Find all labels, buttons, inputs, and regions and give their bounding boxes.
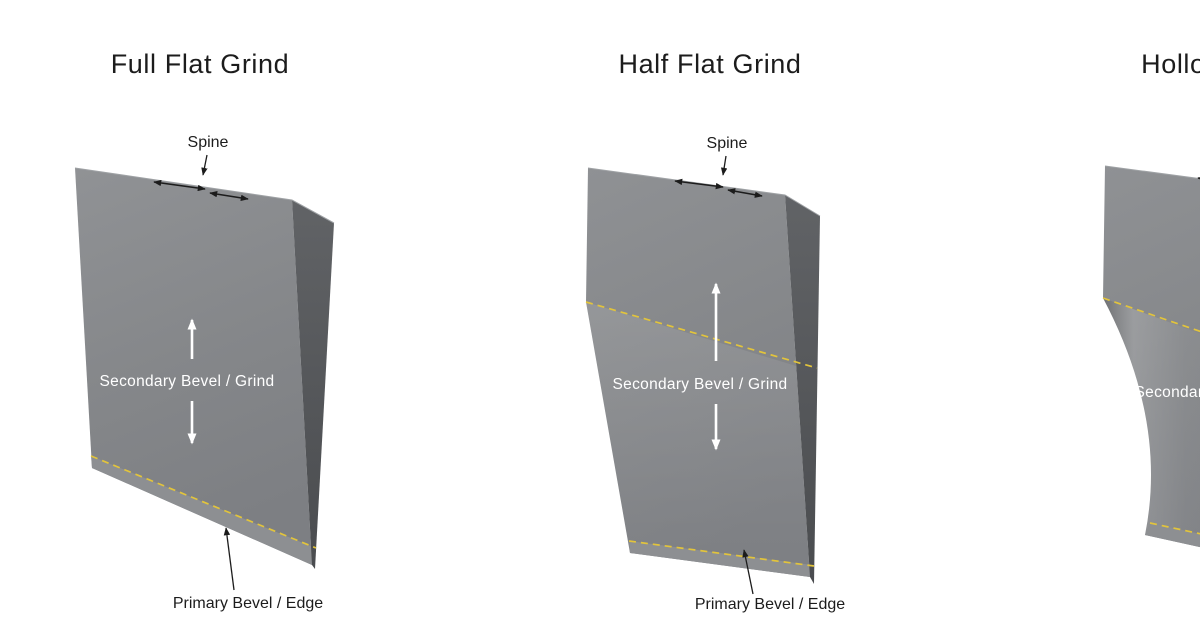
primary-bevel-line <box>1149 522 1200 535</box>
panel-title: Full Flat Grind <box>111 49 290 79</box>
spine-label: Spine <box>188 134 229 151</box>
blade-side <box>785 195 820 584</box>
blade-illustration-half-flat: Half Flat Grind Spine Secondary Bevel / … <box>585 49 845 613</box>
blade-side <box>292 200 334 569</box>
secondary-bevel-line <box>1102 297 1200 333</box>
panel-half-flat-grind: Half Flat Grind Spine Secondary Bevel / … <box>520 16 920 632</box>
primary-edge-arrow <box>223 527 235 591</box>
primary-bevel-label: Primary Bevel / Edge <box>173 595 323 612</box>
half-grind-face <box>586 302 810 577</box>
primary-bevel-face <box>91 456 313 565</box>
spine-pointer-arrow <box>720 155 728 176</box>
spine-label: Spine <box>707 135 748 152</box>
secondary-bevel-label: Secondary Bevel / Grind <box>1135 384 1200 401</box>
spine-top-edge <box>1104 165 1200 180</box>
primary-bevel-face <box>629 541 812 577</box>
spine-width-arrow <box>727 188 763 198</box>
panel-title: Hollow Grind <box>1141 49 1200 79</box>
spine-top-edge <box>74 167 335 224</box>
secondary-bevel-label: Secondary Bevel / Grind <box>100 373 275 390</box>
panel-full-flat-grind: Full Flat Grind Spine Secondary Bevel / … <box>40 16 440 632</box>
panel-title: Half Flat Grind <box>618 49 801 79</box>
spine-width-arrow <box>209 190 249 202</box>
spine-top-edge <box>587 167 821 217</box>
spine-width-arrow <box>674 178 724 190</box>
secondary-bevel-line <box>585 301 818 369</box>
hollow-grind-face <box>1103 298 1200 548</box>
panel-hollow-grind: Hollow Grind Spine Secondary Bevel / Gri… <box>1000 16 1200 632</box>
blade-illustration-full-flat: Full Flat Grind Spine Secondary Bevel / … <box>74 49 335 612</box>
blade-illustration-hollow: Hollow Grind Spine Secondary Bevel / Gri… <box>1102 49 1200 548</box>
primary-bevel-label: Primary Bevel / Edge <box>695 596 845 613</box>
spine-pointer-arrow <box>201 154 208 176</box>
primary-edge-arrow <box>742 549 754 595</box>
spine-width-arrow <box>153 179 206 192</box>
primary-bevel-line <box>90 455 317 549</box>
secondary-bevel-label: Secondary Bevel / Grind <box>613 376 788 393</box>
blade-face <box>75 168 312 565</box>
primary-bevel-face <box>1145 523 1200 548</box>
